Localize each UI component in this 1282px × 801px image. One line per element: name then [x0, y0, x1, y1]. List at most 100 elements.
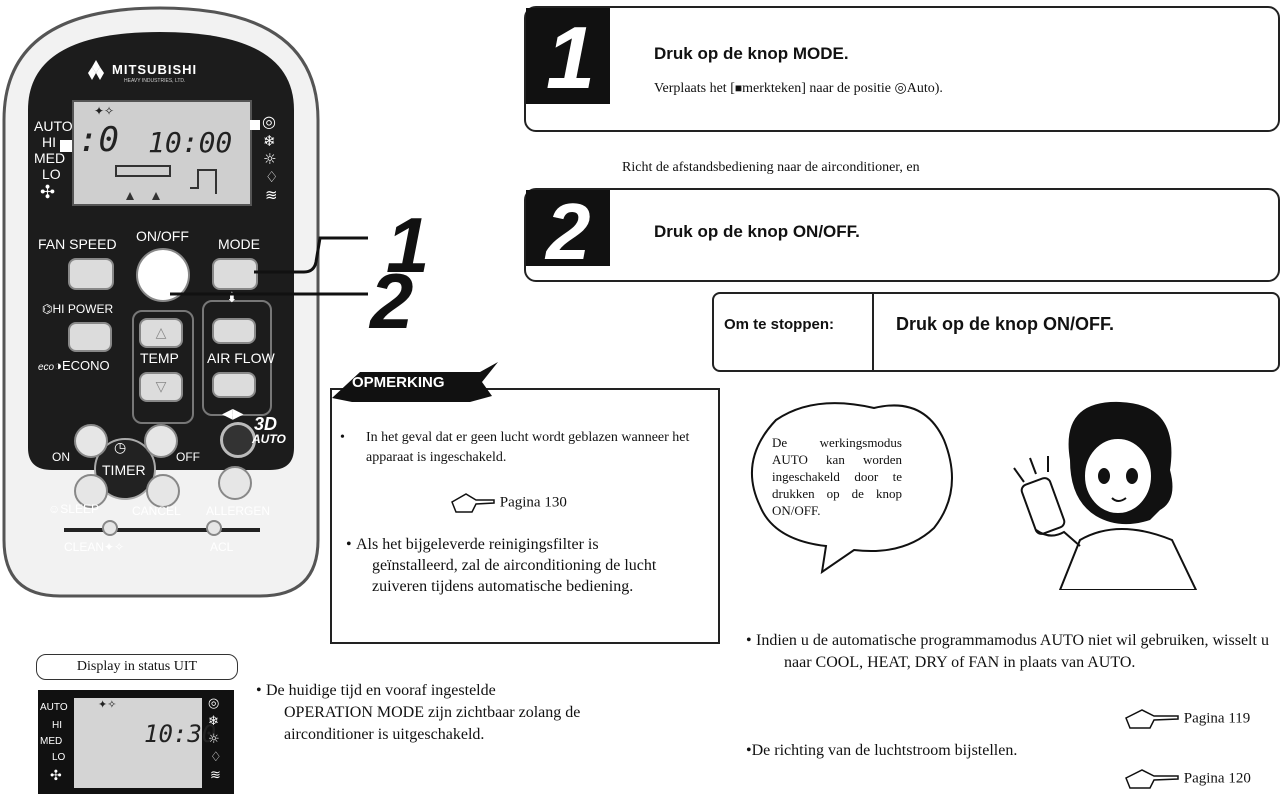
mode-marker-right-icon	[250, 120, 260, 130]
fan-speed-button[interactable]	[68, 258, 114, 290]
off-label: OFF	[176, 450, 200, 464]
fan-icon: ✣	[40, 182, 56, 203]
3d-label: 3D	[254, 414, 278, 434]
3d-auto-label: AUTO	[252, 432, 286, 446]
hi-power-button[interactable]	[68, 322, 112, 352]
lcd-digit: :0	[78, 120, 119, 160]
airflow-vertical-icon: ⬍	[226, 290, 238, 306]
tip-ref-1: Pagina 119	[1124, 706, 1250, 732]
note-heading-badge	[332, 362, 498, 402]
woman-with-remote-illustration	[1013, 401, 1198, 590]
note-box	[330, 388, 720, 644]
sleep-button[interactable]	[74, 474, 108, 508]
mini-label-lo: LO	[52, 752, 66, 763]
callout-number-2: 2	[370, 257, 414, 345]
on-label: ON	[52, 450, 70, 464]
sleep-icon: ☺	[48, 502, 61, 516]
mini-fan-mode-icon: ≋	[210, 768, 221, 783]
step-2-number-block	[526, 190, 610, 266]
timer-on-button[interactable]	[74, 424, 108, 458]
cancel-button[interactable]	[146, 474, 180, 508]
mini-dry-icon: ♢	[210, 750, 222, 765]
clock-icon: ◷	[114, 440, 127, 456]
mode-label: MODE	[218, 236, 260, 252]
mini-heat-icon: ☼	[208, 732, 220, 747]
speech-bubble	[751, 402, 953, 575]
clean-label: CLEAN✦✧	[64, 540, 125, 554]
fan-mode-icon: ≋	[265, 186, 278, 204]
tip-2: •De richting van de luchtstroom bijstell…	[746, 742, 1018, 759]
remote-control: MITSUBISHI HEAVY INDUSTRIES, LTD. ✦✧ :0 …	[0, 0, 322, 600]
mini-fan-icon: ✣	[50, 768, 62, 784]
timer-off-button[interactable]	[144, 424, 178, 458]
remote-lcd: ✦✧ :0 10:00	[72, 100, 252, 206]
on-off-label: ON/OFF	[136, 228, 189, 244]
note-bullet-2: • Als het bijgeleverde reinigingsfilter …	[346, 536, 657, 595]
status-label-pill: Display in status UIT	[36, 654, 238, 680]
stop-divider	[872, 294, 874, 370]
mini-cool-icon: ❄	[208, 714, 219, 729]
note-ref-1: Pagina 130	[450, 490, 567, 516]
air-flow-group	[202, 300, 272, 416]
between-steps-text: Richt de afstandsbediening naar de airco…	[622, 160, 920, 175]
step-1-number: 1	[546, 8, 595, 107]
lcd-label-hi: HI	[42, 134, 56, 150]
temp-down-button[interactable]: ▽	[139, 372, 183, 402]
step-2-number: 2	[546, 187, 591, 276]
3d-auto-button[interactable]	[220, 422, 256, 458]
acl-button[interactable]	[206, 520, 222, 536]
stop-action: Druk op de knop ON/OFF.	[896, 314, 1115, 334]
mode-marker-icon	[60, 140, 72, 152]
mini-label-med: MED	[40, 736, 63, 747]
status-time: 10:30	[144, 720, 217, 748]
status-description: • De huidige tijd en vooraf ingestelde O…	[256, 682, 581, 743]
step-1-number-block	[526, 8, 610, 104]
lcd-label-med: MED	[34, 150, 66, 166]
auto-mode-icon: ◎	[262, 112, 276, 131]
heat-mode-icon: ☼	[263, 150, 277, 168]
tip-ref-2: Pagina 120	[1124, 766, 1251, 792]
diamond-logo-icon	[88, 60, 104, 80]
speech-text: De werkingsmodus AUTO kan worden ingesch…	[772, 435, 902, 518]
air-flow-label: AIR FLOW	[207, 350, 275, 366]
mini-auto-icon: ◎	[208, 696, 220, 711]
step-1-description: Verplaats het [■merkteken] naar de posit…	[654, 81, 943, 96]
auto-mode-icon: ◎	[894, 81, 907, 96]
brand-name: MITSUBISHI	[112, 62, 198, 77]
mini-label-auto: AUTO	[40, 702, 68, 713]
pointing-hand-icon	[451, 493, 495, 513]
sparkle-icon: ✦✧	[104, 540, 125, 554]
step-1-title: Druk op de knop MODE.	[654, 44, 849, 63]
allergen-button[interactable]	[218, 466, 252, 500]
brand-subtitle: HEAVY INDUSTRIES, LTD.	[124, 78, 186, 84]
mini-sparkle-icon: ✦✧	[98, 698, 117, 711]
clean-button[interactable]	[102, 520, 118, 536]
air-flow-up-button[interactable]	[212, 318, 256, 344]
step-2-title: Druk op de knop ON/OFF.	[654, 222, 860, 241]
air-flow-down-button[interactable]	[212, 372, 256, 398]
temp-up-button[interactable]: △	[139, 318, 183, 348]
lcd-time: 10:00	[148, 126, 233, 159]
note-heading: OPMERKING	[352, 374, 445, 391]
lcd-sparkle-icon: ✦✧	[94, 104, 115, 118]
mode-button[interactable]	[212, 258, 258, 290]
callout-number-1: 1	[386, 201, 430, 289]
hi-power-label: ⌬HI POWER	[42, 302, 114, 316]
tip-1: • Indien u de automatische programmamodu…	[746, 632, 1269, 671]
mini-label-hi: HI	[52, 720, 62, 731]
pointing-hand-icon	[1125, 709, 1179, 729]
marker-square-icon: ■	[734, 81, 743, 95]
pointing-hand-icon	[1125, 769, 1179, 789]
step-1-box	[524, 6, 1280, 132]
lcd-label-lo: LO	[42, 166, 61, 182]
cool-mode-icon: ❄	[263, 132, 276, 150]
lcd-louver-icon	[115, 165, 217, 200]
airflow-horizontal-icon: ◀▶	[222, 406, 244, 422]
hi-power-icon: ⌬	[42, 302, 53, 316]
fan-speed-label: FAN SPEED	[38, 236, 117, 252]
temp-label: TEMP	[140, 350, 179, 366]
lcd-label-auto: AUTO	[34, 118, 73, 134]
dry-mode-icon: ♢	[265, 168, 279, 186]
step-2-box	[524, 188, 1280, 282]
temp-group	[132, 310, 194, 424]
